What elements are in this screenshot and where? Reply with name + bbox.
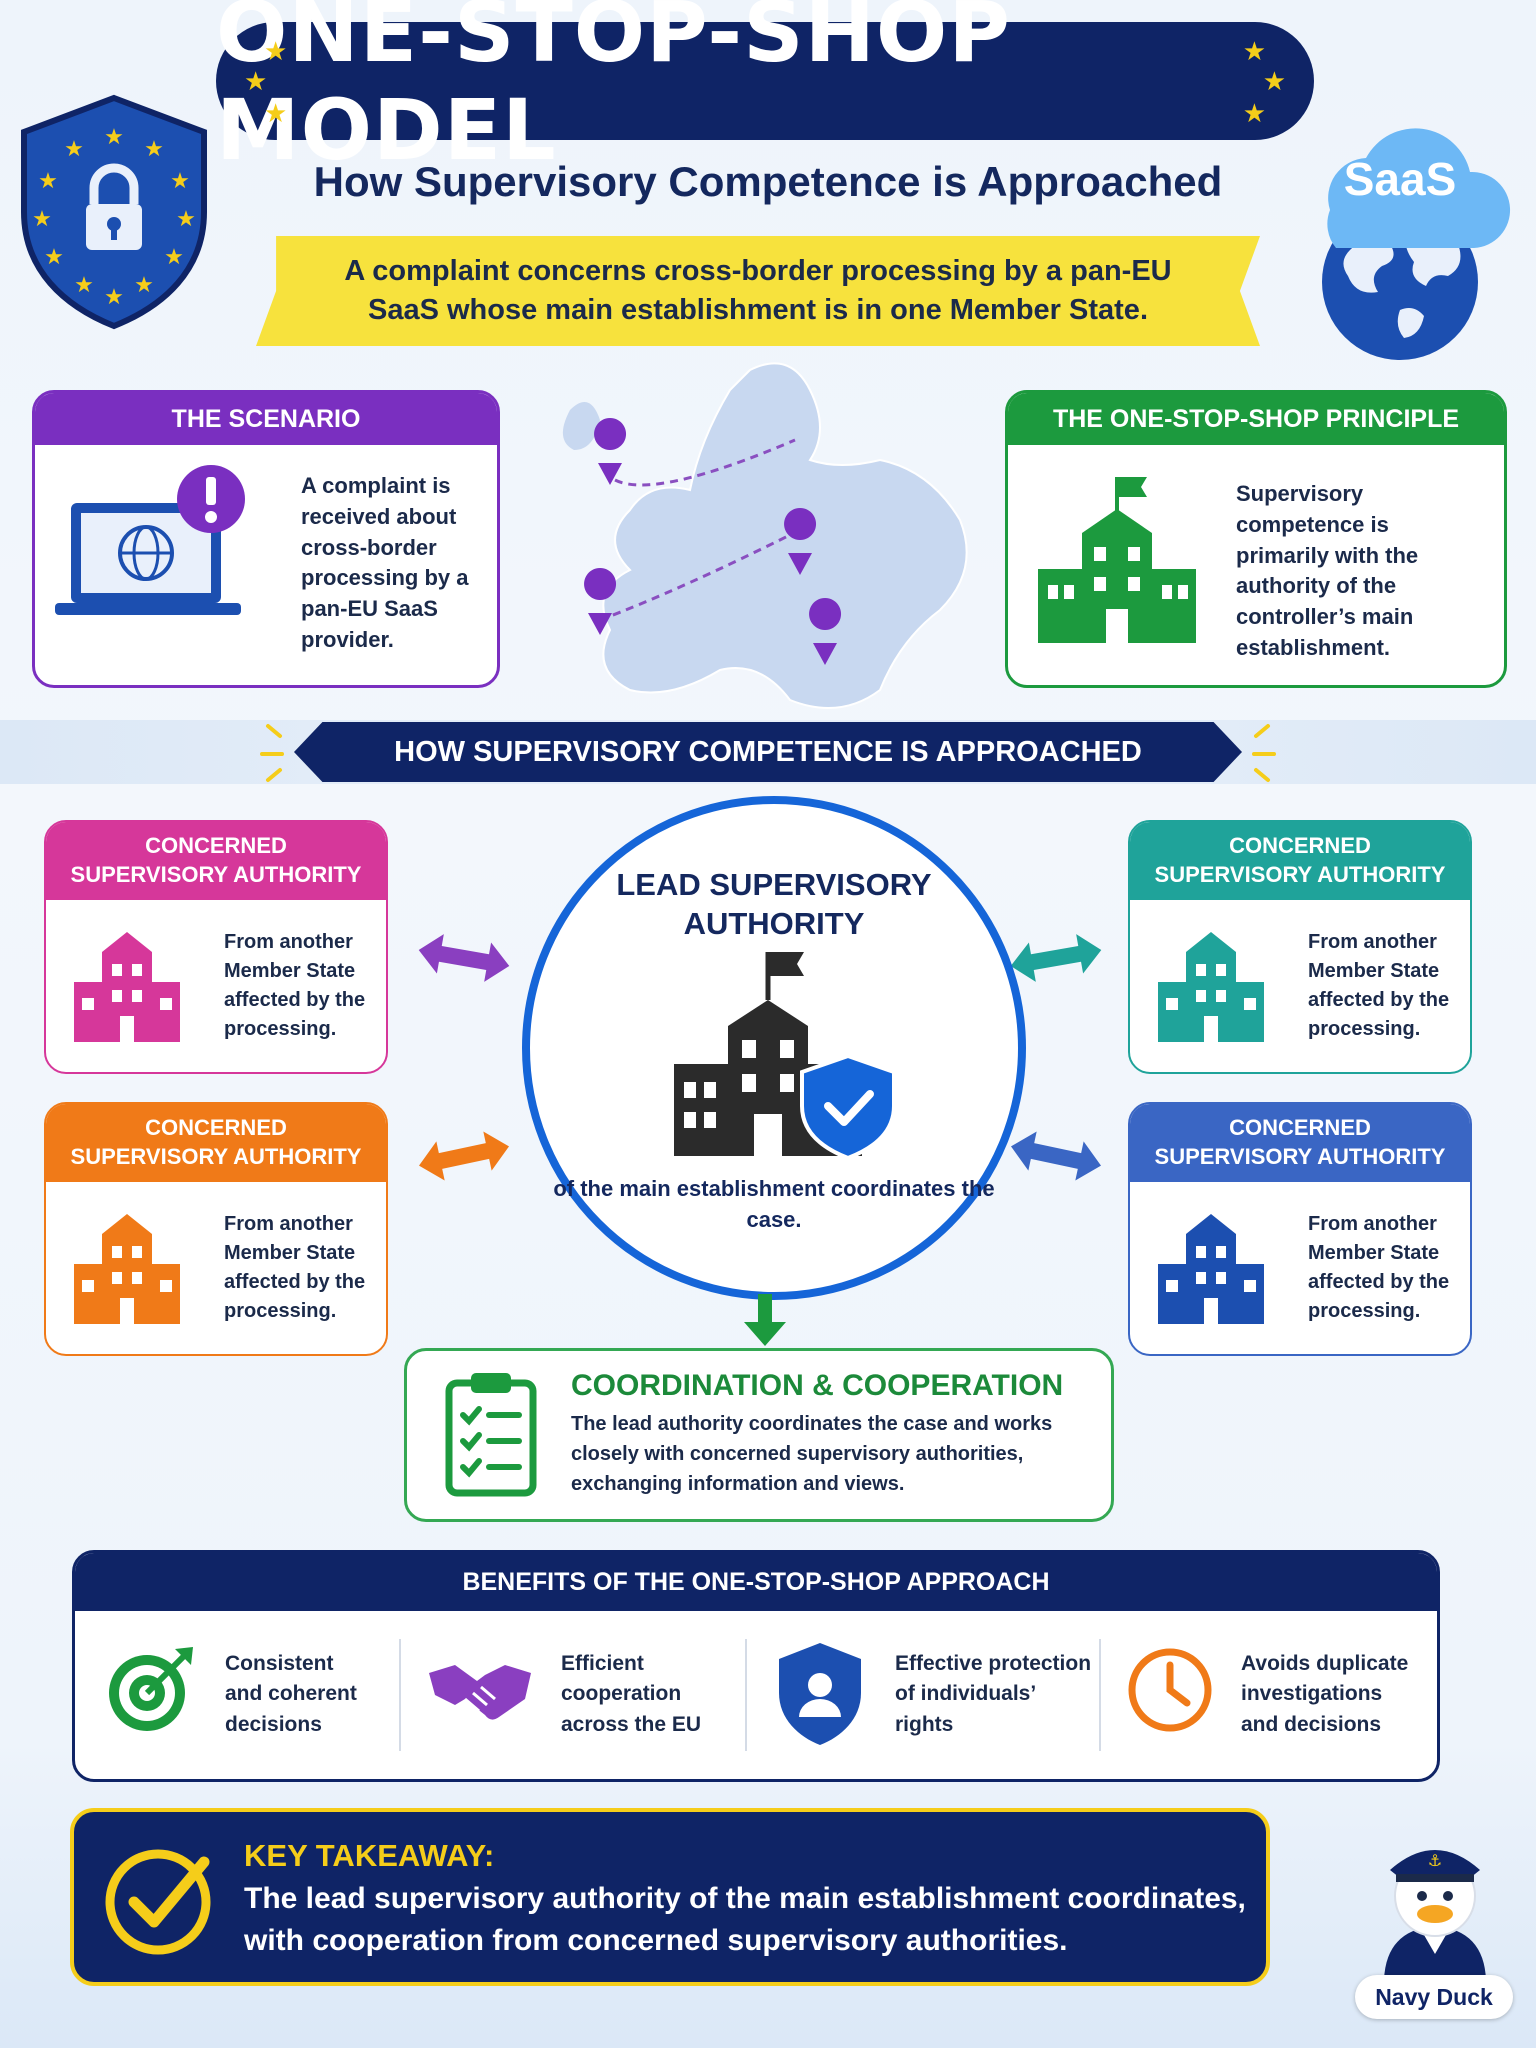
- blue-building-icon: [1158, 1214, 1264, 1324]
- concerned-authority-text: From another Member State affected by th…: [224, 931, 366, 1040]
- clock-icon: [1128, 1648, 1212, 1732]
- lead-authority-circle: LEAD SUPERVISORY AUTHORITY of the main e…: [522, 796, 1026, 1300]
- svg-text:★: ★: [74, 273, 94, 298]
- coordination-text: The lead authority coordinates the case …: [571, 1413, 1053, 1495]
- svg-text:★: ★: [32, 207, 52, 232]
- page-subtitle: How Supervisory Competence is Approached: [313, 158, 1223, 205]
- concerned-authority-text: From another Member State affected by th…: [1308, 1213, 1450, 1322]
- key-takeaway-label: KEY TAKEAWAY:: [244, 1838, 495, 1873]
- sparkle-icon: [1252, 724, 1276, 782]
- scenario-text: A complaint is received about cross-bord…: [301, 473, 469, 652]
- concerned-authority-heading: CONCERNED SUPERVISORY AUTHORITY: [46, 1104, 386, 1182]
- scenario-banner: A complaint concerns cross-border proces…: [256, 236, 1260, 346]
- card-heading-line: CONCERNED: [1229, 833, 1371, 859]
- svg-text:★: ★: [44, 245, 64, 270]
- saas-label: SaaS: [1343, 153, 1457, 205]
- scenario-heading: THE SCENARIO: [35, 393, 497, 445]
- card-heading-line: SUPERVISORY AUTHORITY: [1154, 862, 1446, 887]
- teal-building-icon: [1158, 932, 1264, 1042]
- concerned-authority-card: CONCERNED SUPERVISORY AUTHORITY From ano…: [1128, 1102, 1472, 1356]
- section-banner-text: HOW SUPERVISORY COMPETENCE IS APPROACHED: [394, 735, 1142, 768]
- concerned-authority-card: CONCERNED SUPERVISORY AUTHORITY From ano…: [44, 820, 388, 1074]
- target-icon: [109, 1647, 193, 1731]
- coordination-card: COORDINATION & COOPERATION The lead auth…: [404, 1348, 1114, 1522]
- page-title: ONE-STOP-SHOP MODEL: [216, 0, 1011, 179]
- benefit-text: Consistent and coherent decisions: [225, 1652, 357, 1736]
- title-banner: ★ ★ ★ ONE-STOP-SHOP MODEL ★ ★ ★: [216, 0, 1314, 179]
- key-takeaway-text: The lead supervisory authority of the ma…: [244, 1882, 1246, 1957]
- divider: [745, 1639, 747, 1751]
- key-takeaway-panel: KEY TAKEAWAY: The lead supervisory autho…: [70, 1808, 1270, 1986]
- concerned-authority-heading: CONCERNED SUPERVISORY AUTHORITY: [1130, 1104, 1470, 1182]
- svg-text:★: ★: [134, 273, 154, 298]
- concerned-authority-heading: CONCERNED SUPERVISORY AUTHORITY: [46, 822, 386, 900]
- section-banner: HOW SUPERVISORY COMPETENCE IS APPROACHED: [294, 722, 1242, 782]
- svg-text:★: ★: [170, 169, 190, 194]
- star-icon: ★: [264, 98, 288, 128]
- principle-text: Supervisory competence is primarily with…: [1236, 481, 1419, 660]
- benefit-text: Effective protection of individuals’ rig…: [895, 1652, 1092, 1736]
- europe-map: [562, 362, 968, 709]
- eu-lock-shield-icon: ★★★ ★★★ ★★★ ★★★: [21, 94, 207, 330]
- card-heading-line: SUPERVISORY AUTHORITY: [1154, 1144, 1446, 1169]
- concerned-authority-card: CONCERNED SUPERVISORY AUTHORITY From ano…: [44, 1102, 388, 1356]
- check-circle-icon: [105, 1849, 211, 1955]
- principle-card: THE ONE-STOP-SHOP PRINCIPLE Supervisory …: [1005, 390, 1507, 688]
- svg-text:★: ★: [38, 169, 58, 194]
- benefit-text: Efficient cooperation across the EU: [561, 1652, 702, 1736]
- navy-duck-mascot: ⚓: [1384, 1850, 1486, 1980]
- concerned-authority-heading: CONCERNED SUPERVISORY AUTHORITY: [1130, 822, 1470, 900]
- coordination-title: COORDINATION & COOPERATION: [571, 1369, 1064, 1402]
- orange-building-icon: [74, 1214, 180, 1324]
- double-arrow-icon: [1011, 1131, 1101, 1181]
- concerned-authority-text: From another Member State affected by th…: [1308, 931, 1450, 1040]
- sparkle-icon: [260, 724, 284, 782]
- saas-cloud-globe-icon: [1322, 128, 1511, 360]
- clipboard-checklist-icon: [445, 1373, 537, 1497]
- double-arrow-icon: [419, 1131, 509, 1181]
- divider: [399, 1639, 401, 1751]
- lead-authority-title: LEAD SUPERVISORY AUTHORITY: [616, 867, 932, 941]
- card-heading-line: CONCERNED: [1229, 1115, 1371, 1141]
- svg-text:★: ★: [176, 207, 196, 232]
- svg-text:★: ★: [104, 125, 124, 150]
- double-arrow-icon: [1010, 934, 1102, 982]
- benefits-heading: BENEFITS OF THE ONE-STOP-SHOP APPROACH: [75, 1553, 1437, 1611]
- scenario-card: THE SCENARIO A complaint is received abo…: [32, 390, 500, 688]
- handshake-icon: [429, 1665, 531, 1720]
- card-heading-line: SUPERVISORY AUTHORITY: [70, 1144, 362, 1169]
- principle-heading: THE ONE-STOP-SHOP PRINCIPLE: [1008, 393, 1504, 445]
- card-heading-line: SUPERVISORY AUTHORITY: [70, 862, 362, 887]
- star-icon: ★: [1242, 36, 1266, 66]
- navy-duck-label: Navy Duck: [1355, 1975, 1513, 2019]
- shield-user-icon: [779, 1643, 861, 1745]
- star-icon: ★: [264, 36, 288, 66]
- pink-building-icon: [74, 932, 180, 1042]
- scenario-banner-text: A complaint concerns cross-border proces…: [344, 254, 1172, 326]
- star-icon: ★: [244, 66, 268, 96]
- divider: [1099, 1639, 1101, 1751]
- svg-text:★: ★: [144, 137, 164, 162]
- concerned-authority-card: CONCERNED SUPERVISORY AUTHORITY From ano…: [1128, 820, 1472, 1074]
- lead-building-shield-icon: [674, 952, 896, 1161]
- concerned-authority-text: From another Member State affected by th…: [224, 1213, 366, 1322]
- down-arrow-icon: [744, 1294, 786, 1346]
- svg-text:★: ★: [64, 137, 84, 162]
- svg-text:★: ★: [104, 285, 124, 310]
- svg-text:★: ★: [164, 245, 184, 270]
- card-heading-line: CONCERNED: [145, 833, 287, 859]
- laptop-alert-icon: [55, 465, 245, 615]
- benefit-text: Avoids duplicate investigations and deci…: [1241, 1652, 1409, 1736]
- svg-text:⚓: ⚓: [1428, 1851, 1442, 1870]
- double-arrow-icon: [418, 934, 510, 982]
- green-building-icon: [1038, 477, 1196, 643]
- lead-authority-text: of the main establishment coordinates th…: [553, 1176, 995, 1232]
- benefits-panel: BENEFITS OF THE ONE-STOP-SHOP APPROACH C…: [72, 1550, 1440, 1782]
- star-icon: ★: [1242, 98, 1266, 128]
- card-heading-line: CONCERNED: [145, 1115, 287, 1141]
- star-icon: ★: [1262, 66, 1286, 96]
